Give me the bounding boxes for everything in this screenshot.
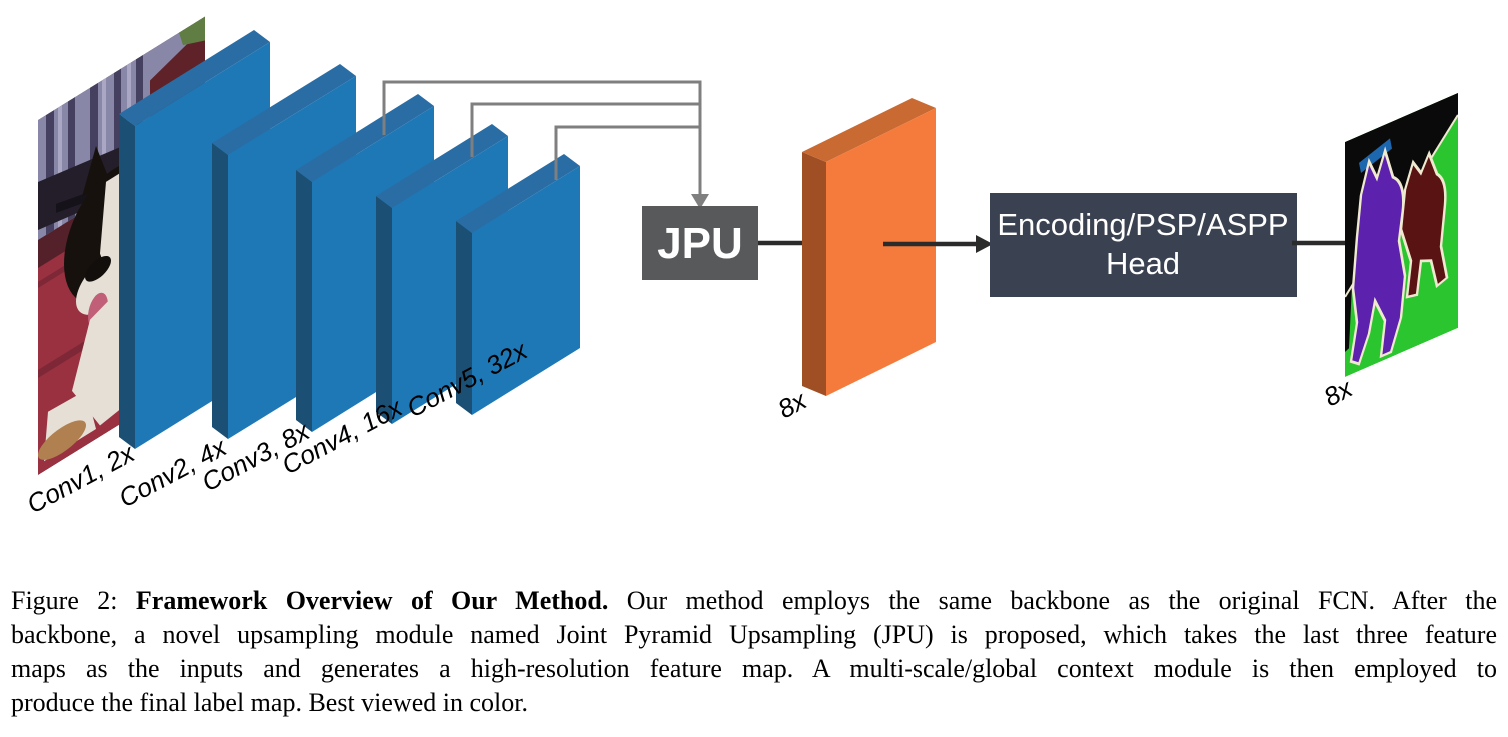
- skip-connection-conv5: [554, 125, 700, 180]
- upsampled-feature-slab: [802, 98, 936, 396]
- skip-connection-conv3: [382, 80, 702, 196]
- feature-scale-label: 8x: [773, 384, 812, 424]
- dog-nose: [85, 255, 111, 282]
- feature-side-face: [802, 152, 826, 396]
- conv2-top-face: [212, 64, 356, 155]
- head-label-line1: Encoding/PSP/ASPP: [997, 207, 1288, 242]
- conv2-side-face: [212, 143, 228, 439]
- conv5-slab: [456, 154, 580, 415]
- caption-line-3: maps as the inputs and generates a high-…: [11, 654, 1497, 683]
- conv3-top-face: [296, 94, 434, 182]
- caption-line-1: Figure 2: Framework Overview of Our Meth…: [11, 584, 1497, 618]
- output-scale-label: 8x: [1319, 372, 1358, 412]
- conv5-front-face: [472, 166, 580, 415]
- feature-front-face: [826, 108, 936, 396]
- connector-arrowhead-icon: [691, 194, 709, 209]
- figure-caption: Figure 2: Framework Overview of Our Meth…: [11, 584, 1497, 720]
- jpu-box: [642, 206, 758, 280]
- arrowhead-icon: [976, 235, 993, 253]
- head-box: [990, 193, 1297, 297]
- skip-connection-conv4: [470, 102, 700, 157]
- caption-line-4: produce the final label map. Best viewed…: [11, 688, 528, 717]
- conv1-top-face: [119, 30, 270, 126]
- output-label-map: [1345, 92, 1458, 377]
- caption-text-start: Our method employs the same backbone as …: [608, 586, 1498, 615]
- conv5-top-face: [456, 154, 580, 233]
- conv3-side-face: [296, 170, 312, 432]
- dog-paw: [38, 420, 86, 460]
- conv4-top-face: [376, 124, 508, 208]
- head-label-line2: Head: [1106, 246, 1180, 281]
- conv4-side-face: [376, 196, 392, 424]
- figure-label: Figure 2:: [11, 586, 136, 615]
- feature-top-face: [802, 98, 936, 162]
- photo-foliage: [179, 16, 205, 46]
- jpu-label: JPU: [657, 219, 743, 268]
- seg-black-strip: [1345, 284, 1352, 352]
- conv5-side-face: [456, 221, 472, 415]
- framework-diagram: JPU Encoding/PSP/ASPP Head Conv1, 2x Con…: [22, 16, 1458, 519]
- caption-title: Framework Overview of Our Method.: [135, 586, 609, 615]
- seg-dog-right: [1399, 150, 1449, 299]
- conv1-side-face: [119, 114, 135, 449]
- caption-line-2: backbone, a novel upsampling module name…: [11, 620, 1497, 649]
